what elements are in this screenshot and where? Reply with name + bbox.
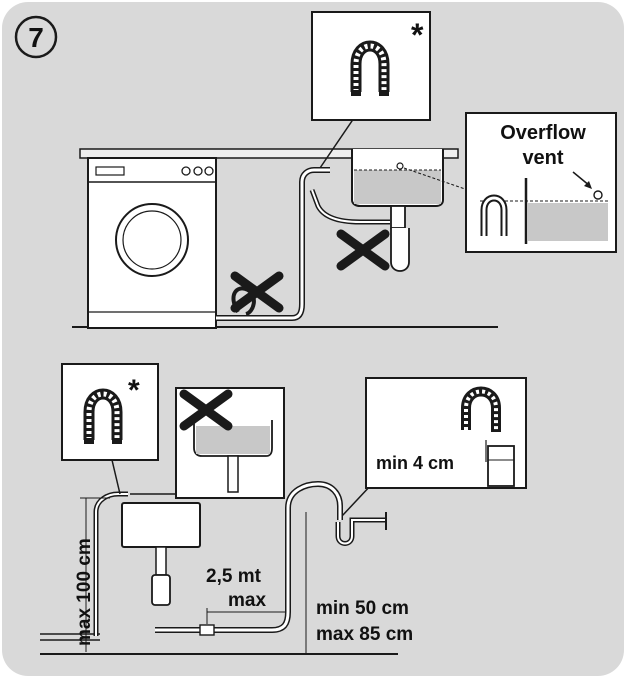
- callout-line: [111, 459, 121, 495]
- knob-icon: [193, 166, 203, 176]
- top-scene: * Overflow vent: [72, 11, 617, 329]
- callout-line: [319, 117, 355, 169]
- asterisk-icon: *: [411, 17, 424, 53]
- max-height-label: max 100 cm: [74, 538, 95, 646]
- floor-pipe: [40, 633, 100, 641]
- sink: [351, 149, 444, 272]
- standpipe-top: [487, 445, 515, 487]
- overflow-hole: [396, 162, 404, 170]
- min-height-label: min 4 cm: [376, 453, 454, 473]
- sink-drain-pipe: [390, 205, 406, 229]
- hose-length-line1: 2,5 mt: [206, 566, 262, 587]
- washing-machine: [87, 157, 217, 329]
- hose-connector: [199, 624, 215, 636]
- knob-icon: [204, 166, 214, 176]
- overflow-label-line2: vent: [522, 147, 563, 169]
- callout-line: [341, 483, 373, 517]
- basin: [121, 502, 201, 606]
- overflow-label-line1: Overflow: [500, 122, 586, 144]
- sink-water: [196, 426, 270, 454]
- machine-door: [115, 203, 189, 277]
- hose-length-line2: max: [228, 590, 266, 611]
- countertop: [79, 148, 459, 159]
- bottom-scene: max 100 cm *: [40, 363, 527, 655]
- hook-callout-bottom: [61, 363, 159, 461]
- step-badge: 7: [14, 15, 58, 59]
- overflow-callout-line: [403, 167, 469, 191]
- standpipe-label-line1: min 50 cm: [316, 598, 409, 619]
- detergent-drawer: [95, 166, 125, 176]
- overflow-water: [528, 203, 608, 241]
- hook-callout-top: [311, 11, 431, 121]
- sink-trap: [390, 228, 410, 272]
- standpipe-label-line2: max 85 cm: [316, 624, 413, 645]
- hose-hook-icon: [461, 386, 501, 432]
- step-number: 7: [28, 22, 44, 53]
- asterisk-icon: *: [128, 374, 140, 407]
- knob-icon: [181, 166, 191, 176]
